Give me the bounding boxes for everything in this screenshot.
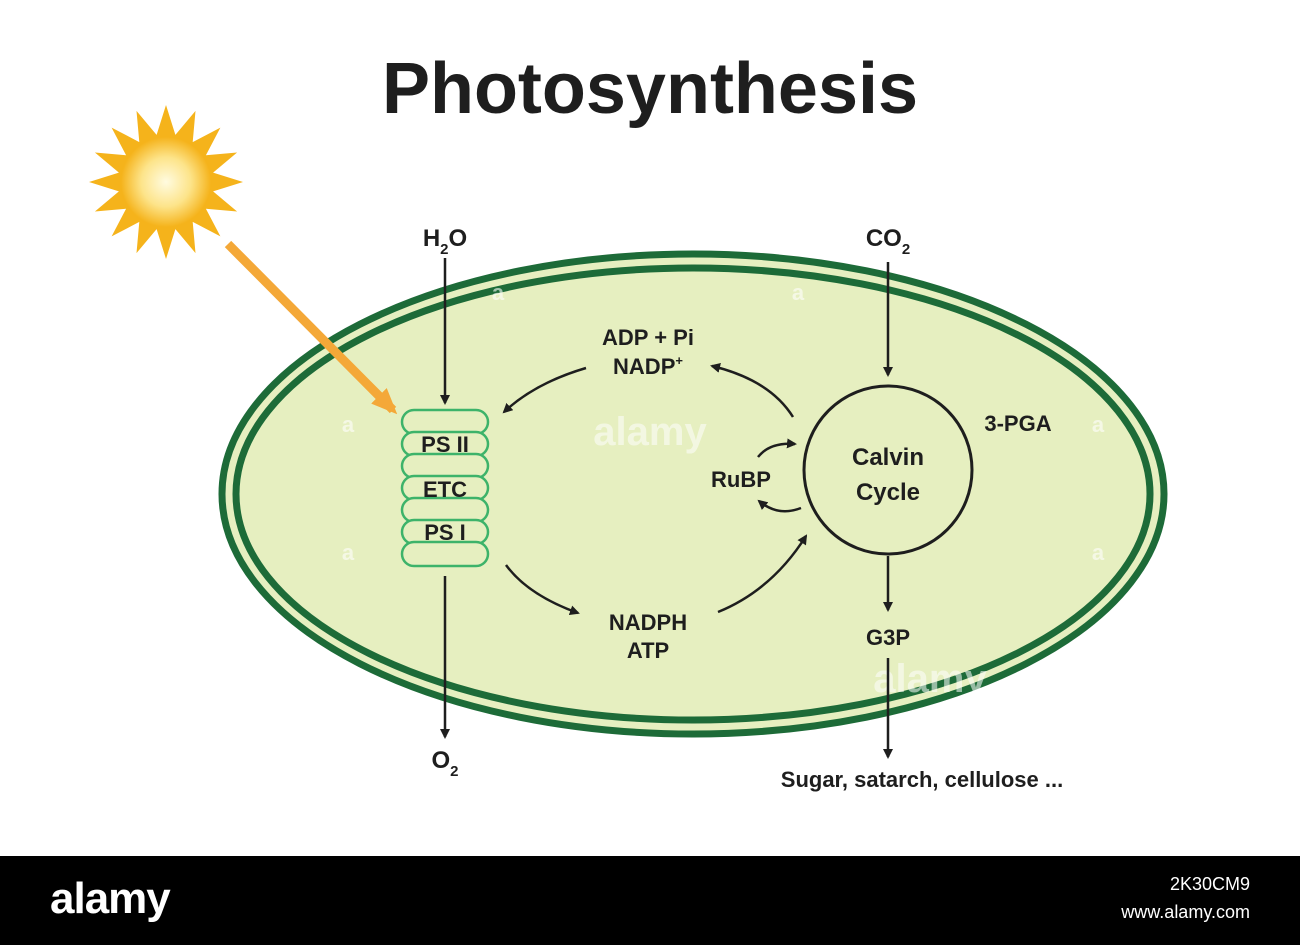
co2-label: CO2 <box>866 225 910 258</box>
calvin-to-rubp-arrow <box>757 499 802 513</box>
thylakoid-disc <box>400 408 490 436</box>
ps1-label: PS I <box>424 520 466 545</box>
oxygen-label: O2 <box>431 747 458 780</box>
svg-text:a: a <box>792 280 805 305</box>
sunlight-arrow <box>224 240 398 415</box>
image-id: 2K30CM9 <box>1169 874 1250 894</box>
svg-text:a: a <box>1092 412 1105 437</box>
chloroplast <box>218 250 1168 738</box>
g3p-label: G3P <box>866 625 910 650</box>
water-label: H2O <box>423 225 467 258</box>
nadp-label: NADP+ <box>613 353 683 379</box>
calvin-cycle-label-line1: Calvin <box>852 444 924 471</box>
page-title: Photosynthesis <box>382 49 918 129</box>
pga-label: 3-PGA <box>984 411 1051 436</box>
site-url: www.alamy.com <box>1121 902 1250 922</box>
sun-icon <box>89 105 243 259</box>
thylakoid-disc <box>400 452 490 480</box>
svg-text:a: a <box>492 280 505 305</box>
thylakoid-stack: PS II ETC PS I <box>400 408 490 568</box>
svg-text:a: a <box>342 412 355 437</box>
products-label: Sugar, satarch, cellulose ... <box>781 767 1063 792</box>
photosynthesis-diagram: Photosynthesis alamy alamy a a a a a a P… <box>89 49 1168 792</box>
svg-text:alamy: alamy <box>873 657 987 701</box>
sun-disc <box>121 137 211 227</box>
adp-to-thylakoid-arrow <box>502 366 587 414</box>
calvin-cycle-label-line2: Cycle <box>856 479 920 506</box>
rubp-to-calvin-arrow <box>757 438 797 458</box>
thylakoid-to-nadph-arrow <box>504 564 580 615</box>
atp-label: ATP <box>627 638 669 663</box>
calvin-to-adp-arrow <box>710 363 795 418</box>
chloroplast-inner-membrane <box>232 264 1154 724</box>
footer-bar: alamy 2K30CM9 www.alamy.com <box>0 856 1300 945</box>
nadph-label: NADPH <box>609 610 687 635</box>
calvin-cycle-circle <box>802 384 974 556</box>
nadph-to-calvin-arrow <box>717 534 808 614</box>
adp-pi-label: ADP + Pi <box>602 325 694 350</box>
footer-image-info: 2K30CM9 www.alamy.com <box>1121 870 1250 926</box>
rubp-label: RuBP <box>711 467 771 492</box>
thylakoid-disc <box>400 540 490 568</box>
svg-text:a: a <box>342 540 355 565</box>
svg-text:alamy: alamy <box>593 410 707 454</box>
chloroplast-outer-membrane <box>218 250 1168 738</box>
watermark: alamy alamy a a a a a a <box>342 280 1105 701</box>
etc-label: ETC <box>423 477 467 502</box>
svg-text:a: a <box>1092 540 1105 565</box>
footer-logo: alamy <box>50 874 171 923</box>
ps2-label: PS II <box>421 432 469 457</box>
